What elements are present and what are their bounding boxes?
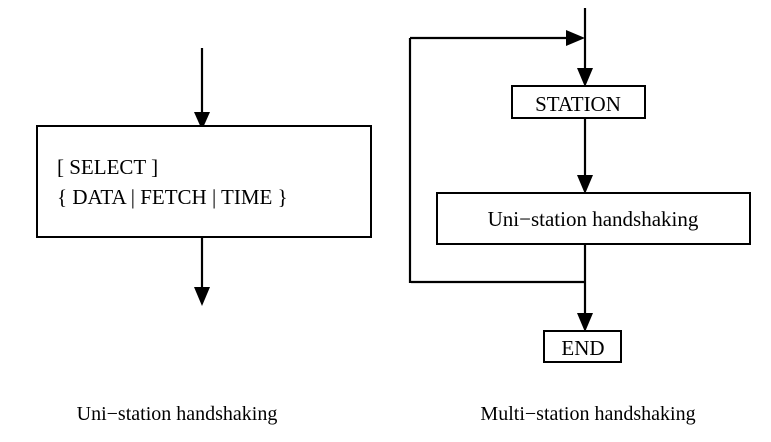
uni-station-handshaking-box[interactable] <box>436 192 751 245</box>
uni-station-handshaking-label: Uni−station handshaking <box>488 207 699 231</box>
left-diagram-group: [ SELECT ] { DATA | FETCH | TIME } Uni−s… <box>36 48 372 425</box>
arrow-down-into-station-box <box>577 8 593 87</box>
arrow-down-out-of-select-box <box>194 237 210 306</box>
select-box-line2: { DATA | FETCH | TIME } <box>57 185 288 209</box>
arrow-down-into-uni-station-box <box>577 118 593 194</box>
station-box-label: STATION <box>535 92 621 116</box>
arrow-down-into-end-box <box>577 244 593 332</box>
right-diagram-group: STATION Uni−station handshaking END Mult… <box>408 8 751 425</box>
arrow-right-loopback-into-main-line <box>408 30 585 284</box>
station-box[interactable] <box>511 85 646 119</box>
select-box-line1: [ SELECT ] <box>57 155 158 179</box>
end-box[interactable] <box>543 330 622 363</box>
select-box[interactable] <box>36 125 372 238</box>
right-diagram-caption: Multi−station handshaking <box>480 403 695 425</box>
end-box-label: END <box>561 336 604 360</box>
arrow-down-into-select-box <box>194 48 210 130</box>
left-diagram-caption: Uni−station handshaking <box>77 403 278 425</box>
